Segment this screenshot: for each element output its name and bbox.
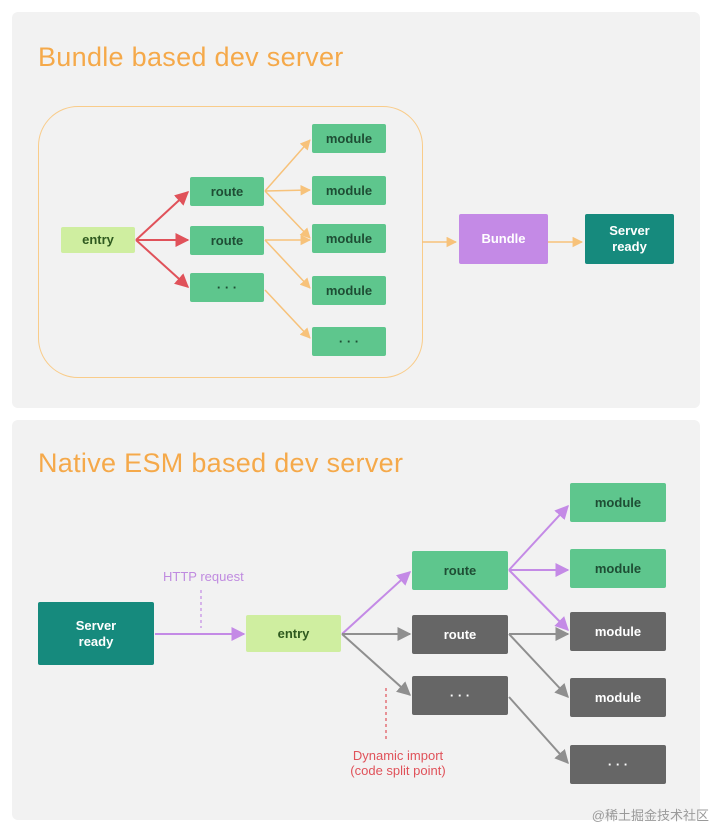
dynamic-import-line-2: (code split point) xyxy=(350,763,446,778)
arrow-rin-m4 xyxy=(508,633,569,699)
arrow-r1-m3 xyxy=(264,190,311,239)
bottom-route-inactive-node: route xyxy=(412,615,508,654)
arrow-r2-m4 xyxy=(264,239,311,289)
bottom-module-node-more: · · · xyxy=(570,745,666,784)
bottom-module-node-4: module xyxy=(570,678,666,717)
http-request-label: HTTP request xyxy=(163,569,244,584)
bottom-route-more-node: · · · xyxy=(412,676,508,715)
top-module-node-2: module xyxy=(312,176,386,205)
dynamic-import-line-1: Dynamic import xyxy=(352,748,444,763)
bottom-module-node-2: module xyxy=(570,549,666,588)
arrow-entry-route-active xyxy=(341,571,412,635)
esm-panel-title: Native ESM based dev server xyxy=(38,448,404,478)
top-route-node-2: route xyxy=(190,226,264,255)
top-module-node-more: · · · xyxy=(312,327,386,356)
arrow-r1-m2 xyxy=(264,184,312,196)
bundle-node: Bundle xyxy=(459,214,548,264)
arrow-rmore-mmore-bottom xyxy=(508,696,569,765)
top-route-node-more: · · · xyxy=(190,273,264,302)
bundle-panel-title: Bundle based dev server xyxy=(38,42,344,72)
top-entry-node: entry xyxy=(61,227,135,253)
bottom-module-node-3: module xyxy=(570,612,666,651)
arrow-entry-route-more xyxy=(135,239,190,288)
bottom-entry-node: entry xyxy=(246,615,341,652)
arrow-entry-route-more xyxy=(341,633,412,696)
top-module-node-4: module xyxy=(312,276,386,305)
arrow-route-m3 xyxy=(508,569,569,631)
bottom-route-active-node: route xyxy=(412,551,508,590)
top-route-node-1: route xyxy=(190,177,264,206)
arrow-route-m1 xyxy=(508,504,569,571)
arrow-entry-route1 xyxy=(135,191,190,241)
bottom-module-node-1: module xyxy=(570,483,666,522)
bottom-server-ready-node: Server ready xyxy=(38,602,154,665)
watermark: @稀土掘金技术社区 xyxy=(591,808,709,823)
top-server-ready-node: Server ready xyxy=(585,214,674,264)
top-module-node-3: module xyxy=(312,224,386,253)
arrow-rmore-mmore xyxy=(264,289,311,339)
arrow-r1-m1 xyxy=(264,139,311,192)
dynamic-import-label: Dynamic import (code split point) xyxy=(338,748,458,778)
top-module-node-1: module xyxy=(312,124,386,153)
